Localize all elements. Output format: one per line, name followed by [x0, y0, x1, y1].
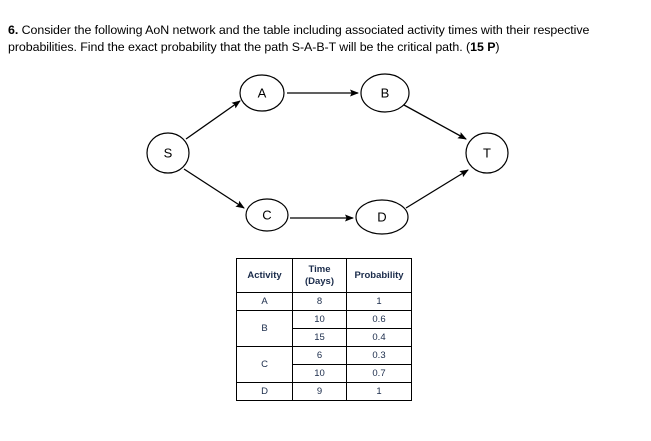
node-d[interactable]: D: [355, 199, 409, 235]
node-t[interactable]: T: [465, 132, 509, 174]
points-close-paren: ): [495, 39, 500, 54]
activity-time-table: Activity Time (Days) Probability A 8 1 B…: [236, 258, 412, 401]
cell-activity: D: [236, 382, 293, 401]
cell-activity: A: [236, 292, 293, 311]
node-s-label: S: [164, 146, 173, 161]
cell-time: 8: [292, 292, 347, 311]
cell-time: 10: [292, 364, 347, 383]
question-points: 15 P: [470, 39, 496, 54]
table-row: D 9 1: [236, 382, 412, 401]
edge-b-to-t: [403, 104, 467, 140]
cell-probability: 0.3: [346, 346, 412, 365]
node-b-label: B: [381, 86, 390, 101]
question-body: Consider the following AoN network and t…: [8, 23, 590, 54]
node-c[interactable]: C: [245, 198, 289, 232]
header-time-line2: (Days): [304, 275, 335, 287]
cell-probability: 0.7: [346, 364, 412, 383]
cell-probability: 0.4: [346, 328, 412, 347]
node-a-label: A: [258, 86, 267, 101]
network-nodes: S A B C D T: [146, 73, 509, 235]
node-c-label: C: [262, 208, 271, 223]
cell-probability: 0.6: [346, 310, 412, 329]
node-d-label: D: [377, 210, 386, 225]
edge-s-to-c: [183, 168, 245, 209]
cell-activity: C: [236, 346, 293, 383]
cell-probability: 1: [346, 292, 412, 311]
table-row: B 10 0.6: [236, 310, 412, 347]
header-probability: Probability: [346, 258, 412, 293]
header-time-line1: Time: [308, 264, 331, 275]
cell-activity: B: [236, 310, 293, 347]
header-time: Time (Days): [292, 258, 347, 293]
cell-time: 9: [292, 382, 347, 401]
node-t-label: T: [483, 146, 491, 161]
node-s[interactable]: S: [146, 132, 190, 174]
table-row: C 6 0.3: [236, 346, 412, 383]
cell-time: 10: [292, 310, 347, 329]
cell-time: 15: [292, 328, 347, 347]
header-activity: Activity: [236, 258, 293, 293]
table-header-row: Activity Time (Days) Probability: [236, 258, 412, 293]
network-edges: [183, 89, 469, 222]
table-row: A 8 1: [236, 292, 412, 311]
edge-s-to-a: [185, 100, 241, 140]
node-b[interactable]: B: [360, 73, 410, 113]
table-row: 10 0.7: [237, 364, 412, 383]
question-text: 6. Consider the following AoN network an…: [8, 22, 646, 55]
cell-time: 6: [292, 346, 347, 365]
edge-d-to-t: [405, 169, 469, 209]
points-open-paren: (: [466, 39, 471, 54]
cell-probability: 1: [346, 382, 412, 401]
question-number: 6.: [8, 23, 19, 37]
node-a[interactable]: A: [239, 74, 285, 112]
aon-network-diagram: S A B C D T: [0, 60, 651, 250]
